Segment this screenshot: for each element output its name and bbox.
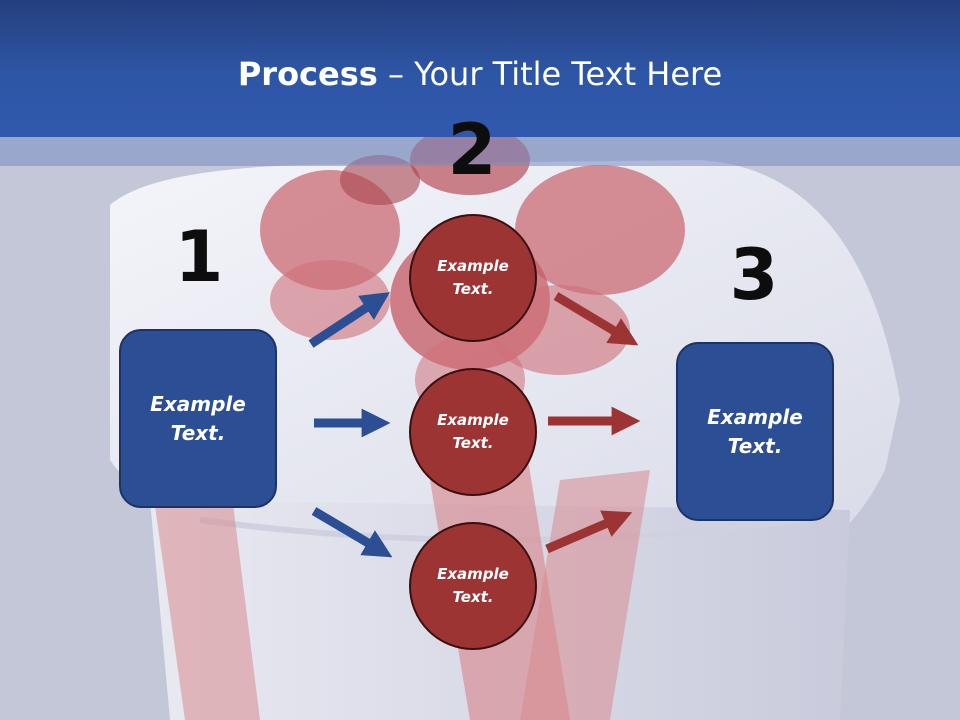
circle-bottom[interactable]: Example Text. [409, 522, 537, 650]
step-number-1: 1 [174, 216, 224, 298]
title-bold: Process [237, 55, 378, 93]
step-number-2: 2 [447, 109, 497, 191]
circle-middle[interactable]: Example Text. [409, 368, 537, 496]
circle-top[interactable]: Example Text. [409, 214, 537, 342]
step-number-3: 3 [729, 234, 779, 316]
title-bar [0, 0, 960, 137]
title-rest: – Your Title Text Here [377, 55, 723, 93]
slide-title[interactable]: Process – Your Title Text Here [0, 52, 960, 96]
arrow-to-bottom-circle [311, 507, 393, 558]
left-step-box[interactable]: Example Text. [119, 329, 277, 508]
arrow-from-top-circle [553, 292, 639, 346]
arrow-from-bottom-circle [545, 510, 633, 554]
right-step-box[interactable]: Example Text. [676, 342, 834, 521]
title-bar-strip [0, 137, 960, 166]
arrow-to-top-circle [308, 292, 391, 348]
